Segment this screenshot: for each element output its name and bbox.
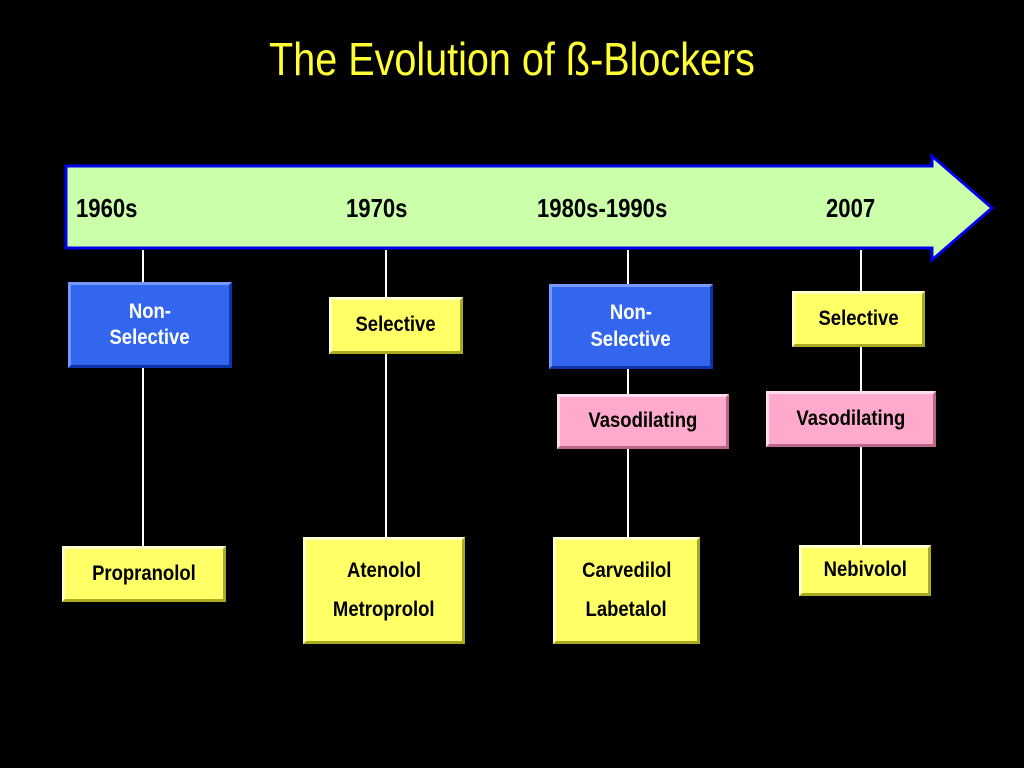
drug-name: Nebivolol — [823, 558, 907, 582]
drug-box-carvedilol-labetalol: Carvedilol Labetalol — [553, 537, 700, 644]
era-label-1970s: 1970s — [346, 193, 408, 223]
class-box-line: Selective — [109, 326, 191, 349]
class-box-non-selective-1960s: Non- Selective — [68, 282, 232, 368]
vasodilating-box-2007: Vasodilating — [766, 391, 936, 447]
class-box-line: Non- — [609, 301, 653, 325]
drug-box-atenolol-metroprolol: Atenolol Metroprolol — [303, 537, 465, 644]
drug-name: Atenolol — [347, 559, 421, 583]
vasodilating-label: Vasodilating — [588, 409, 698, 433]
era-label-1980s-1990s: 1980s-1990s — [537, 193, 668, 223]
class-box-selective-2007: Selective — [792, 291, 925, 347]
drug-name: Propranolol — [92, 561, 196, 585]
era-label-1960s: 1960s — [76, 193, 138, 223]
class-box-selective-1970s: Selective — [329, 297, 463, 354]
drug-name: Metroprolol — [333, 597, 435, 621]
drug-box-nebivolol: Nebivolol — [799, 545, 931, 596]
class-box-line: Non- — [128, 299, 172, 323]
class-box-line: Selective — [590, 327, 672, 351]
class-box-line: Selective — [355, 313, 437, 337]
connector-line-1970s — [385, 250, 387, 540]
vasodilating-label: Vasodilating — [796, 406, 906, 430]
drug-box-propranolol: Propranolol — [62, 546, 226, 602]
era-label-2007: 2007 — [826, 193, 876, 223]
drug-name: Labetalol — [585, 597, 668, 621]
class-box-line: Selective — [818, 306, 899, 330]
drug-name: Carvedilol — [581, 559, 672, 583]
timeline-arrow — [64, 152, 995, 264]
class-box-non-selective-1980s-1990s: Non- Selective — [549, 284, 713, 369]
slide-title: The Evolution of ß-Blockers — [269, 33, 755, 85]
vasodilating-box-1980s-1990s: Vasodilating — [557, 394, 729, 449]
connector-line-1960s — [142, 250, 144, 548]
